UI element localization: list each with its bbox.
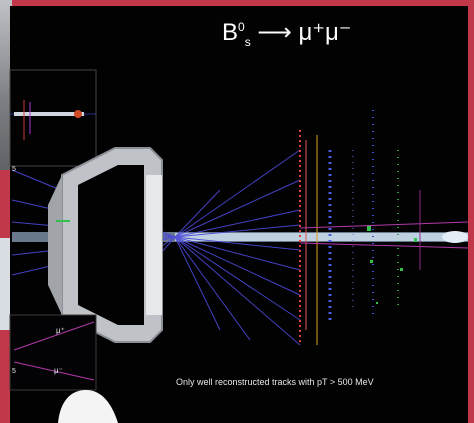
decay-title: B0s ⟶ μ⁺μ⁻: [222, 18, 351, 49]
inset-mu-plus-label: μ⁺: [56, 326, 65, 335]
left-photo-strip: [0, 0, 12, 170]
muon-tracks: [299, 190, 469, 270]
detector-magnet: [48, 147, 163, 343]
caption: Only well reconstructed tracks with pT >…: [176, 377, 374, 387]
bottom-white-shape: [58, 390, 118, 423]
green-hits: [56, 220, 417, 304]
title-superscript: 0: [238, 20, 245, 34]
left-photo-strip-lower: [0, 238, 12, 330]
beam-pipe: [12, 231, 468, 243]
title-b: B: [222, 19, 239, 46]
inset-tiny-label-2: 5: [12, 368, 16, 375]
inset-mu-minus-label: μ⁻: [54, 366, 63, 375]
inset-top-left: [9, 69, 97, 167]
title-subscript: s: [244, 34, 251, 49]
inset-tiny-label-1: 5: [12, 166, 16, 173]
title-decay-products: ⟶ μ⁺μ⁻: [257, 19, 352, 46]
detector-stations: [299, 110, 399, 345]
inset-bottom-left: [9, 314, 97, 391]
